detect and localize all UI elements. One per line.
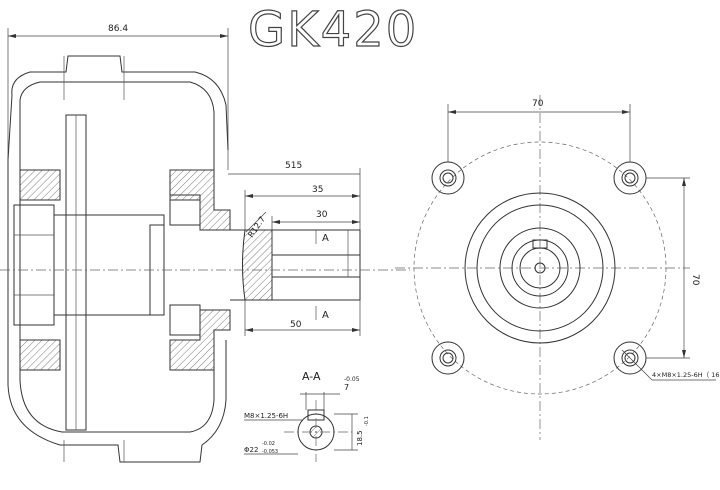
dim-hole-callout: 4×M8×1.25-6H（ 16） bbox=[652, 371, 720, 379]
dim-shaft-50: 50 bbox=[290, 320, 302, 330]
section-aa-label: A-A bbox=[302, 370, 321, 383]
section-depth: 18.5 bbox=[356, 430, 364, 446]
section-keyway-tol: -0.05 bbox=[344, 376, 360, 383]
dim-hole-spacing-v: 70 bbox=[690, 274, 700, 286]
bolt-hole-tr bbox=[613, 161, 647, 195]
front-view: 70 70 4×M8×1.25-6H（ 16） bbox=[395, 95, 720, 440]
dim-overall-width: 86.4 bbox=[108, 24, 128, 34]
section-dia-tol-upper: -0.02 bbox=[262, 441, 275, 447]
section-view: 86.4 bbox=[0, 24, 410, 463]
section-mark-bottom: A bbox=[322, 310, 329, 321]
section-dia: Φ22 bbox=[244, 446, 258, 454]
dim-shaft-30: 30 bbox=[316, 210, 328, 220]
bolt-hole-bl bbox=[431, 341, 465, 375]
section-mark-top: A bbox=[322, 233, 329, 244]
section-thread: M8×1.25-6H bbox=[244, 412, 288, 420]
section-depth-tol: -0.1 bbox=[364, 416, 370, 426]
section-keyway: 7 bbox=[344, 383, 349, 392]
dim-shaft-35: 35 bbox=[312, 185, 323, 195]
section-aa-view: A-A 7 -0.05 18.5 -0.1 M8×1.25-6H Φ22 -0.… bbox=[244, 370, 370, 462]
section-dia-tol-lower: -0.053 bbox=[262, 449, 278, 455]
dim-hole-spacing-h: 70 bbox=[532, 99, 544, 109]
dim-shaft-515: 515 bbox=[285, 161, 302, 171]
drawing-title: GK420 bbox=[248, 2, 418, 58]
bolt-hole-tl bbox=[431, 161, 465, 195]
